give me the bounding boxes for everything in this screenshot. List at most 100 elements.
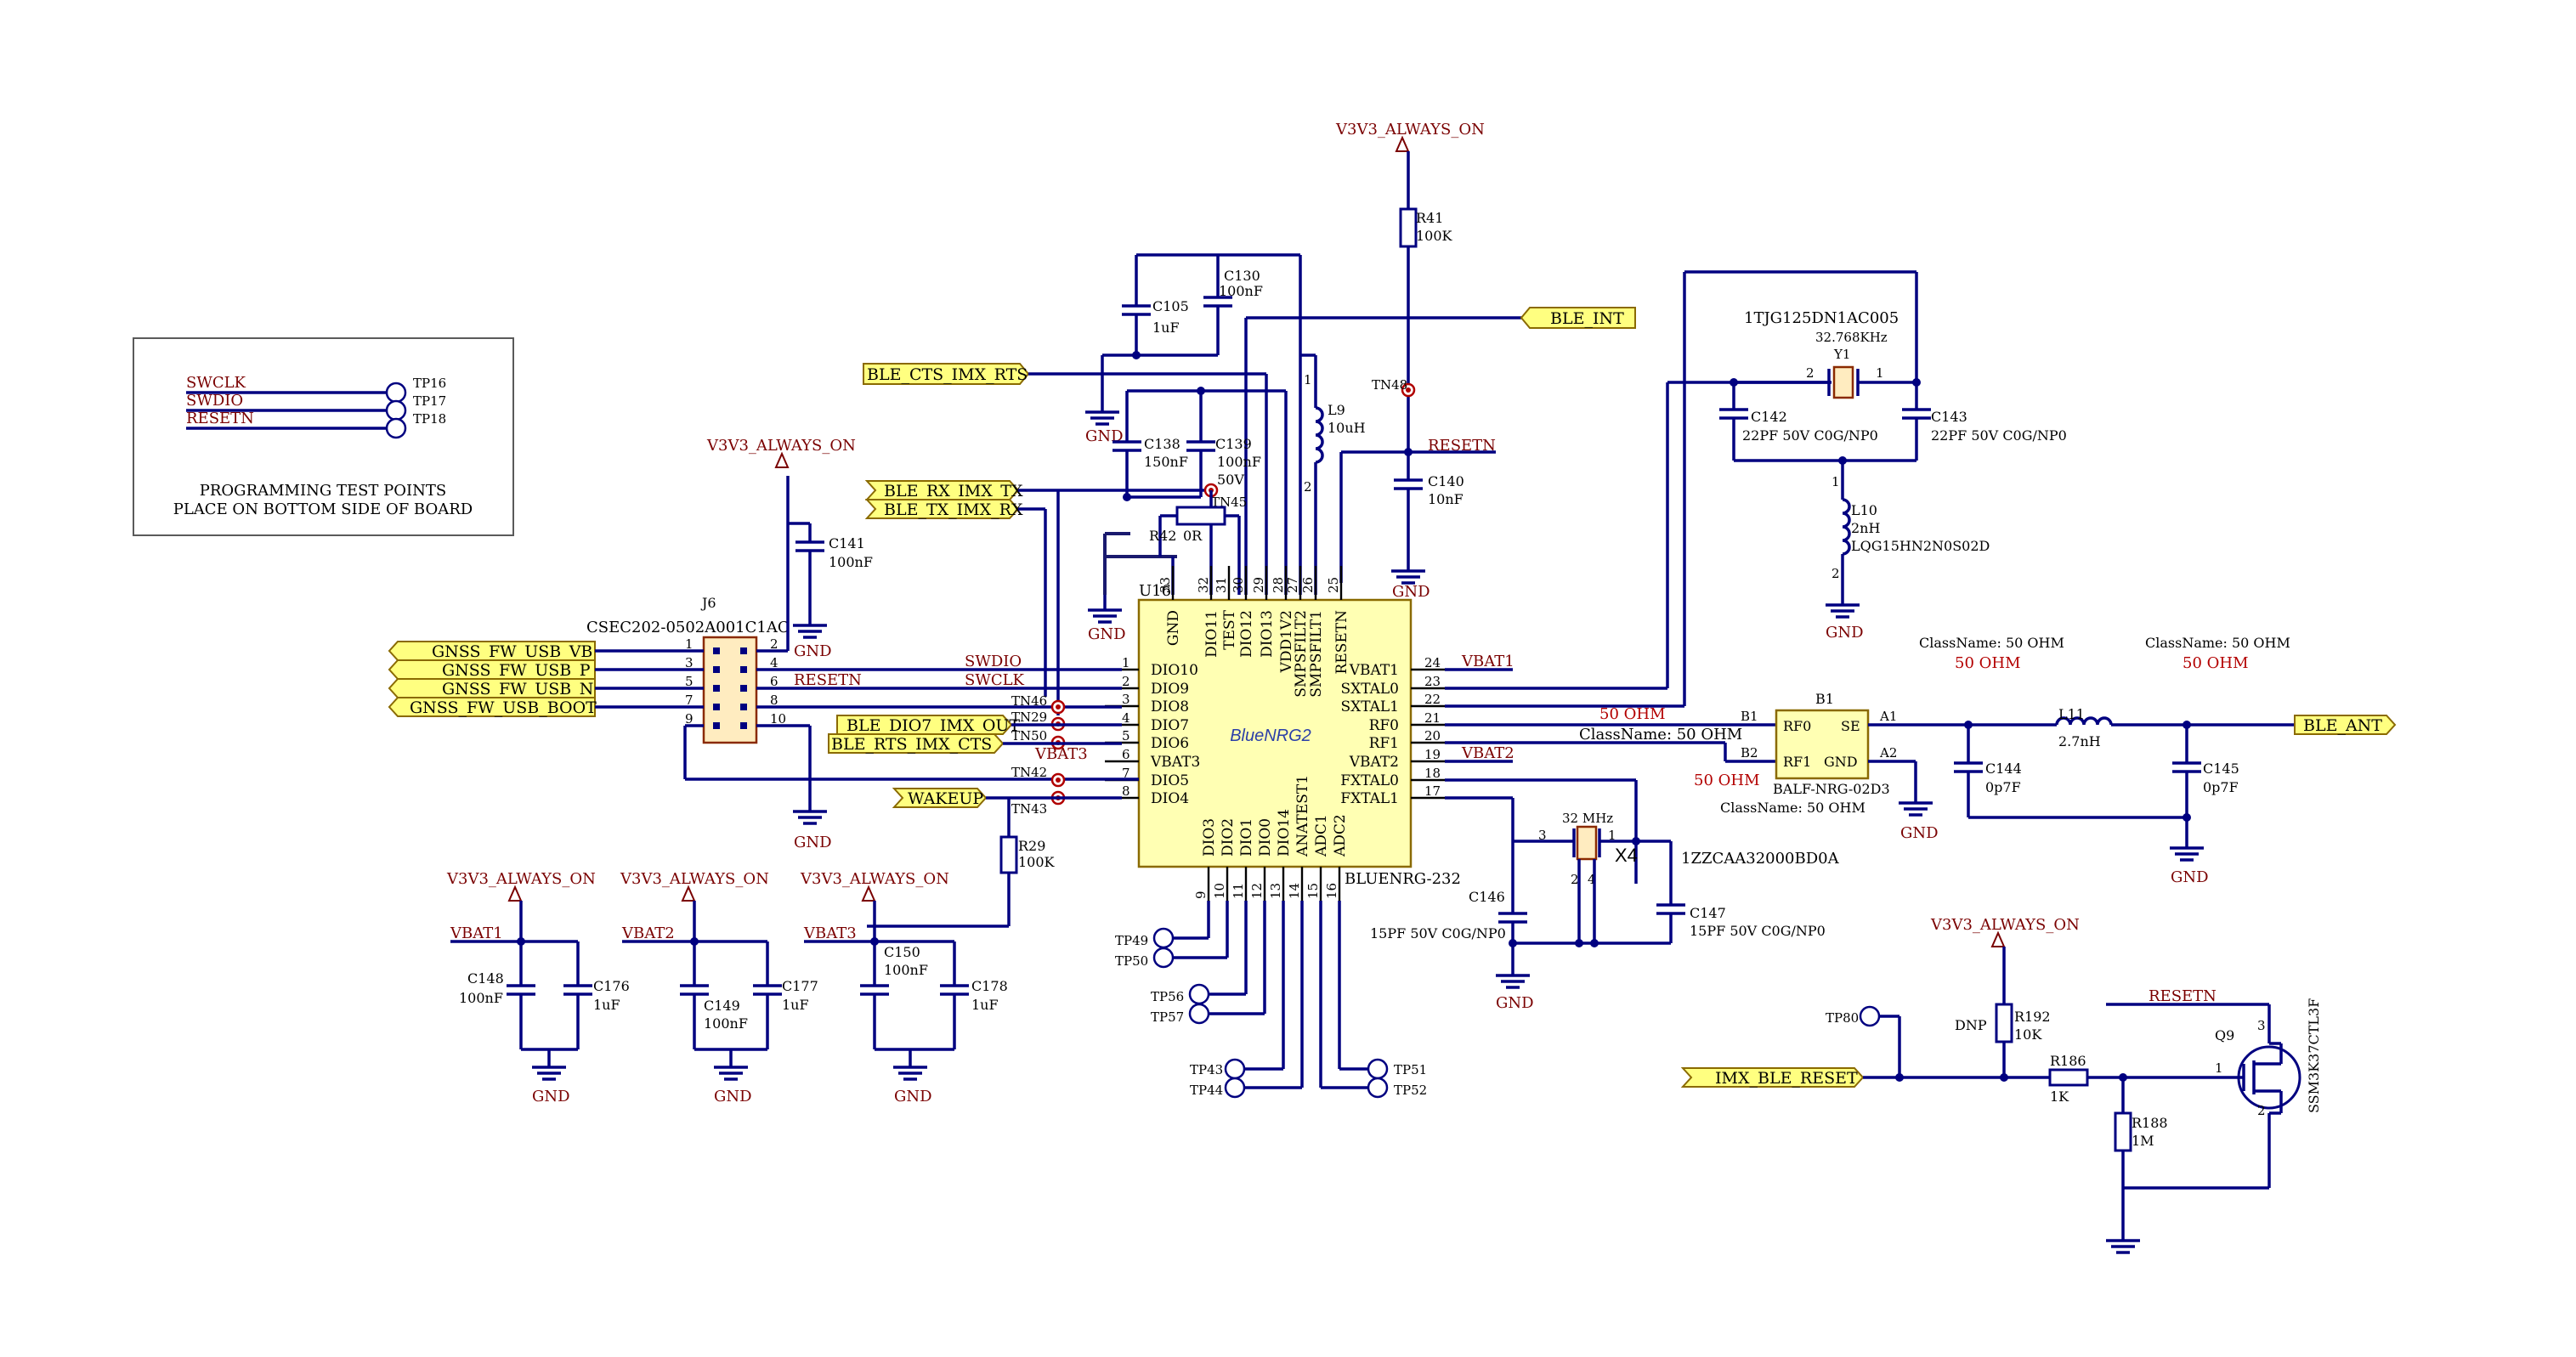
test-point-tp80[interactable] xyxy=(1859,1005,1881,1027)
c144-value: 0p7F xyxy=(1985,779,2021,795)
test-point-tp49[interactable] xyxy=(1152,927,1175,949)
ble-int-label: BLE_INT xyxy=(1550,309,1624,328)
u16-pin-num: 8 xyxy=(1122,783,1130,799)
u16-pin-name: RF1 xyxy=(1369,735,1399,752)
test-point-tp50[interactable] xyxy=(1152,947,1175,969)
resistor-r186[interactable] xyxy=(2048,1068,2089,1087)
r192-value: 10K xyxy=(2014,1026,2042,1043)
u16-pin-name: RF0 xyxy=(1369,717,1399,734)
u16-pin-name: FXTAL1 xyxy=(1340,790,1399,807)
r41-ref: R41 xyxy=(1416,210,1443,226)
u16-bottom-testpoints: TP49 TP50 TP56 TP57 TP43 TP44 TP51 TP52 xyxy=(1115,901,1427,1099)
c146-value: 15PF 50V C0G/NP0 xyxy=(1370,925,1506,941)
r42-value: 0R xyxy=(1183,528,1203,544)
c140-value: 10nF xyxy=(1428,491,1464,507)
resistor-r188[interactable] xyxy=(2114,1111,2132,1152)
l10-ref: L10 xyxy=(1851,502,1877,518)
inductor-l9[interactable]: 1 2 L9 10uH xyxy=(1300,353,1366,595)
j6-pin-num: 10 xyxy=(770,711,786,727)
ble-rts-label: BLE_RTS_IMX_CTS xyxy=(831,735,992,754)
c138-ref: C138 xyxy=(1144,436,1180,452)
test-point-tp57[interactable] xyxy=(1188,1003,1210,1025)
j6-pad xyxy=(713,666,720,673)
j6-pin-num: 9 xyxy=(685,711,694,727)
port-imx-ble-reset[interactable] xyxy=(1680,1067,1865,1088)
j6-ref: J6 xyxy=(700,595,716,611)
u16-pin-num: 22 xyxy=(1424,692,1441,707)
test-point-tp18[interactable] xyxy=(385,417,407,439)
c148-ref: C148 xyxy=(467,970,504,987)
q9-pin2: 2 xyxy=(2257,1103,2266,1118)
net-label-swdio: SWDIO xyxy=(186,392,243,410)
u16-part: BLUENRG-232 xyxy=(1345,870,1461,888)
resistor-r41[interactable] xyxy=(1399,207,1418,248)
port-ble-cts[interactable]: BLE_CTS_IMX_RTS xyxy=(863,363,1268,595)
port-ble-dio7[interactable] xyxy=(836,715,1013,735)
port-ble-rts[interactable] xyxy=(828,733,1005,754)
j6-pin-num: 1 xyxy=(685,636,694,652)
crystal-x4-group: 32 MHz 3 1 2 4 X4 1ZZCAA32000BD0A C146 1… xyxy=(1370,811,1840,1012)
port-ble-int[interactable]: BLE_INT xyxy=(1244,307,1636,595)
c150-ref: C150 xyxy=(884,944,920,960)
tp56-label: TP56 xyxy=(1151,989,1184,1004)
r186-ref: R186 xyxy=(2050,1053,2086,1069)
vbat1-decoupling: V3V3_ALWAYS_ON VBAT1 C148 100nF C176 1uF… xyxy=(446,870,630,1105)
net-label-vbat2-u16: VBAT2 xyxy=(1461,744,1514,762)
test-point-tp17[interactable] xyxy=(385,399,407,421)
test-point-tp16[interactable] xyxy=(385,382,407,404)
net-label-v3v3-reset: V3V3_ALWAYS_ON xyxy=(1930,916,2080,934)
test-point-tp52[interactable] xyxy=(1367,1077,1389,1099)
reset-circuit: V3V3_ALWAYS_ON DNP R192 10K TP80 IMX_BLE… xyxy=(1680,916,2322,1254)
r188-value: 1M xyxy=(2132,1133,2154,1149)
test-point-tp51[interactable] xyxy=(1367,1058,1389,1080)
port-ble-tx[interactable]: BLE_TX_IMX_RX xyxy=(864,499,1047,697)
gnd-label-l10: GND xyxy=(1826,624,1864,642)
port-ble-rx[interactable]: BLE_RX_IMX_TX TN45 xyxy=(864,480,1247,715)
j6-pin-num: 6 xyxy=(770,674,778,689)
y1-freq: 32.768KHz xyxy=(1815,330,1888,345)
net-label-v3v3-j6: V3V3_ALWAYS_ON xyxy=(706,437,856,455)
crystal-x4[interactable] xyxy=(1576,825,1598,861)
u16-pin-num: 20 xyxy=(1424,728,1441,744)
c139-voltage: 50V xyxy=(1217,472,1244,488)
j6-pad xyxy=(740,666,747,673)
tp18-label: TP18 xyxy=(413,411,446,427)
b1-pin-b1: B1 xyxy=(1741,709,1758,724)
tp16-label: TP16 xyxy=(413,376,446,391)
port-wakeup[interactable] xyxy=(892,788,988,808)
u16-pin-name: SXTAL0 xyxy=(1340,681,1399,698)
net-label-vbat2: VBAT2 xyxy=(621,924,675,942)
port-gnss-fw-usb-boot[interactable] xyxy=(388,697,596,717)
test-point-tp44[interactable] xyxy=(1224,1077,1246,1099)
y1-ref: Y1 xyxy=(1833,347,1850,362)
u16-pin-num: 4 xyxy=(1122,710,1130,726)
l9-pin2: 2 xyxy=(1304,479,1312,495)
net-label-resetn-tp: RESETN xyxy=(186,410,254,427)
net-label-v3v3-vbat2: V3V3_ALWAYS_ON xyxy=(620,870,769,888)
j6-pad xyxy=(713,722,720,729)
net-label-resetn-j6: RESETN xyxy=(794,671,862,689)
test-point-tp56[interactable] xyxy=(1188,983,1210,1005)
l10-pin1: 1 xyxy=(1832,474,1840,489)
x4-pin2: 2 xyxy=(1571,872,1579,887)
u16-pin-name: DIO4 xyxy=(1151,790,1189,807)
l9-pin1: 1 xyxy=(1304,372,1312,387)
resistor-r192[interactable] xyxy=(1995,1003,2013,1043)
balun-b1[interactable]: B1 RF0 RF1 SE GND B1 B2 A1 A2 BALF-NRG-0… xyxy=(1720,691,1939,842)
q9-ref: Q9 xyxy=(2215,1027,2234,1043)
gnss-n-label: GNSS_FW_USB_N xyxy=(442,680,593,698)
port-ble-ant[interactable] xyxy=(2294,715,2397,735)
b1-pin-a1: A1 xyxy=(1879,709,1897,724)
prog-note-line1: PROGRAMMING TEST POINTS xyxy=(200,482,446,500)
test-point-tp43[interactable] xyxy=(1224,1058,1246,1080)
resistor-r42[interactable] xyxy=(1175,506,1226,526)
gnd-label-c145: GND xyxy=(2171,868,2209,886)
resistor-r29[interactable] xyxy=(999,835,1018,874)
x4-pin1: 1 xyxy=(1608,828,1616,843)
c141-group: V3V3_ALWAYS_ON C141 100nF GND xyxy=(706,437,873,660)
mosfet-q9[interactable] xyxy=(2237,1045,2301,1110)
crystal-y1[interactable] xyxy=(1832,365,1854,399)
